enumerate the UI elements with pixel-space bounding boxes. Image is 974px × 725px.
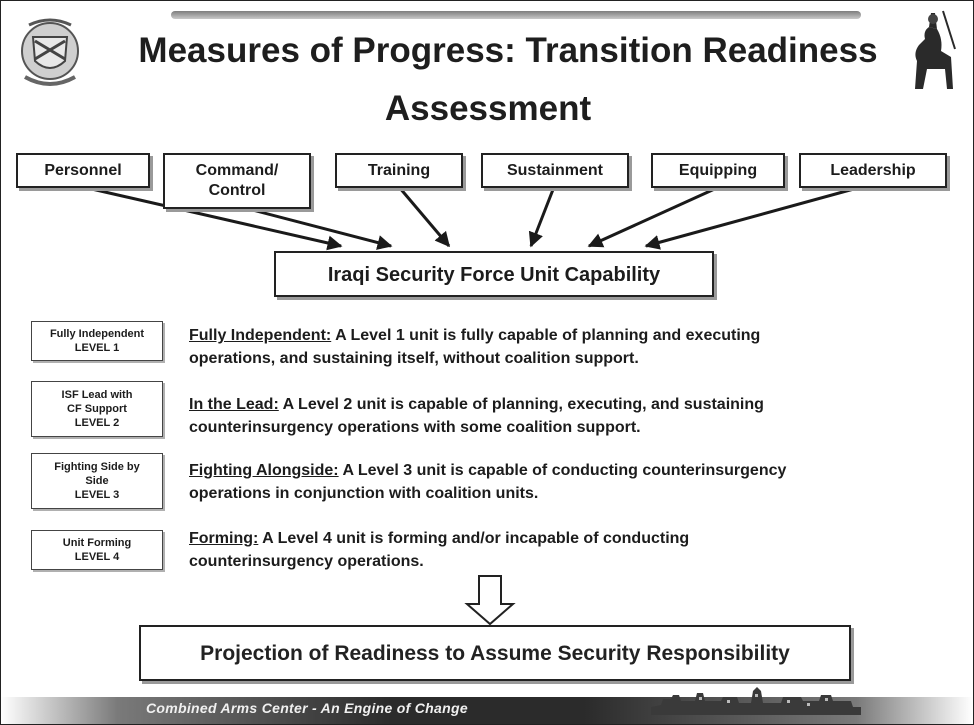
level-term: Forming: xyxy=(189,530,259,547)
category-label: Training xyxy=(367,162,431,179)
unit-capability-box: Iraqi Security Force Unit Capability xyxy=(274,251,714,297)
category-label: Command/ xyxy=(195,162,279,179)
footer-tagline: Combined Arms Center - An Engine of Chan… xyxy=(146,700,468,716)
badge-line: Fully Independent xyxy=(49,328,145,340)
arrow-training xyxy=(397,186,451,248)
category-sustainment: Sustainment xyxy=(481,153,629,188)
level-4-description: Forming: A Level 4 unit is forming and/o… xyxy=(189,527,929,573)
badge-level: LEVEL 3 xyxy=(74,489,120,501)
level-text: A Level 4 unit is forming and/or incapab… xyxy=(258,530,690,547)
category-command-control: Command/ Control xyxy=(163,153,311,209)
badge-line: Fighting Side by xyxy=(54,461,140,473)
level-text-line-2: counterinsurgency operations with some c… xyxy=(189,419,641,436)
level-term: Fully Independent: xyxy=(189,327,332,344)
readiness-projection-box: Projection of Readiness to Assume Securi… xyxy=(139,625,851,681)
level-1-badge: Fully Independent LEVEL 1 xyxy=(31,321,163,361)
level-3-badge: Fighting Side by Side LEVEL 3 xyxy=(31,453,163,509)
category-training: Training xyxy=(335,153,463,188)
slide-title-line-1: Measures of Progress: Transition Readine… xyxy=(138,31,878,70)
category-label: Equipping xyxy=(678,162,758,179)
level-text-line-2: counterinsurgency operations. xyxy=(189,553,424,570)
level-2-badge: ISF Lead with CF Support LEVEL 2 xyxy=(31,381,163,437)
arrow-command-control xyxy=(240,205,393,250)
campus-skyline-icon xyxy=(651,687,861,715)
arrow-equipping xyxy=(587,185,720,248)
level-3-description: Fighting Alongside: A Level 3 unit is ca… xyxy=(189,459,929,505)
level-1-description: Fully Independent: A Level 1 unit is ful… xyxy=(189,324,929,370)
category-equipping: Equipping xyxy=(651,153,785,188)
badge-line: ISF Lead with xyxy=(61,389,133,401)
level-text: A Level 2 unit is capable of planning, e… xyxy=(278,396,764,413)
slide-title-line-2: Assessment xyxy=(384,89,592,128)
hollow-down-arrow-icon xyxy=(464,575,516,626)
knight-on-horse-icon xyxy=(915,10,956,89)
badge-line: Unit Forming xyxy=(62,537,132,549)
title-decor-bar xyxy=(171,11,861,19)
category-label-line-2: Control xyxy=(208,182,266,199)
level-text-line-2: operations in conjunction with coalition… xyxy=(189,485,539,502)
arrow-sustainment xyxy=(528,186,556,248)
category-label: Leadership xyxy=(830,162,916,179)
badge-level: LEVEL 2 xyxy=(74,417,120,429)
category-leadership: Leadership xyxy=(799,153,947,188)
level-2-description: In the Lead: A Level 2 unit is capable o… xyxy=(189,393,929,439)
arrow-leadership xyxy=(644,185,862,250)
level-term: Fighting Alongside: xyxy=(189,462,339,479)
shield-emblem-icon xyxy=(21,18,79,86)
level-term: In the Lead: xyxy=(189,396,279,413)
level-4-badge: Unit Forming LEVEL 4 xyxy=(31,530,163,570)
category-personnel: Personnel xyxy=(16,153,150,188)
arrow-personnel xyxy=(82,185,343,251)
badge-level: LEVEL 4 xyxy=(74,551,120,563)
category-label: Personnel xyxy=(44,162,122,179)
level-text: A Level 1 unit is fully capable of plann… xyxy=(331,327,761,344)
badge-level: LEVEL 1 xyxy=(74,342,120,354)
badge-line: CF Support xyxy=(67,403,127,415)
level-text: A Level 3 unit is capable of conducting … xyxy=(338,462,787,479)
badge-line: Side xyxy=(85,475,109,487)
category-label: Sustainment xyxy=(506,162,603,179)
level-text-line-2: operations, and sustaining itself, witho… xyxy=(189,350,639,367)
